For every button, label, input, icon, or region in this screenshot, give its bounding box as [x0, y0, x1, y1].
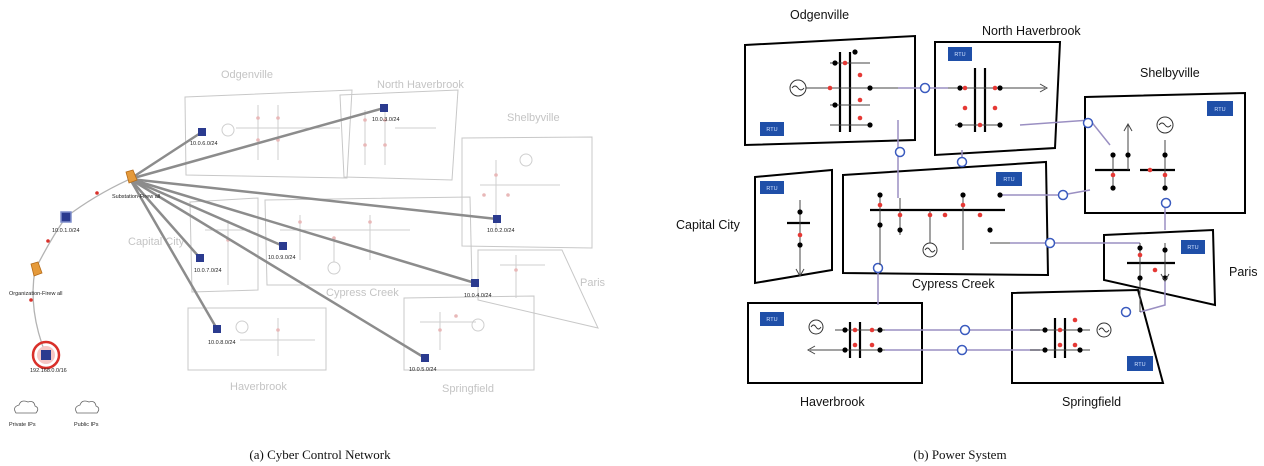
power-region-capital-city [754, 168, 833, 285]
rtu-paris [1181, 240, 1205, 254]
subnet-label-10-0-2: 10.0.2.0/24 [487, 228, 515, 234]
rtu-label: RTU [766, 186, 777, 192]
subnet-label-10-0-6: 10.0.6.0/24 [190, 141, 218, 147]
rtu-label: RTU [1134, 362, 1145, 368]
subnet-label-10-0-7: 10.0.7.0/24 [194, 268, 222, 274]
substation-firewall-label: Substation-Firew all [112, 194, 160, 200]
region-label-odgenville: Odgenville [221, 69, 273, 81]
subnet-node-10-0-2[interactable] [493, 215, 501, 223]
caption-b: (b) Power System [913, 447, 1006, 462]
rtu-label: RTU [1003, 177, 1014, 183]
legend-public-ips: Public IPs [74, 422, 99, 428]
rtu-odgenville [760, 122, 784, 136]
subnet-label-10-0-1: 10.0.1.0/24 [52, 228, 80, 234]
region-label-capital-city: Capital City [128, 236, 185, 248]
subnet-node-10-0-8[interactable] [213, 325, 221, 333]
region-haverbrook-outline [187, 307, 327, 371]
region-odgenville-outline [184, 89, 353, 179]
power-region-odgenville [744, 34, 916, 147]
power-region-haverbrook [747, 302, 923, 384]
power-region-paris [1103, 228, 1217, 307]
subnet-node-10-0-3[interactable] [380, 104, 388, 112]
region-label-cypress-creek: Cypress Creek [326, 287, 399, 299]
subnet-label-10-0-4: 10.0.4.0/24 [464, 293, 492, 299]
power-label-paris: Paris [1229, 265, 1257, 279]
legend-private-ips: Private IPs [9, 422, 36, 428]
cyber-network-panel: Odgenville North Haverbrook Shelbyville … [9, 69, 606, 462]
caption-a: (a) Cyber Control Network [249, 447, 391, 462]
region-paris-outline [477, 249, 599, 329]
power-label-north-haverbrook: North Haverbrook [982, 24, 1081, 38]
power-label-haverbrook: Haverbrook [800, 395, 865, 409]
subnet-label-10-0-3: 10.0.3.0/24 [372, 117, 400, 123]
region-label-paris: Paris [580, 277, 606, 289]
rtu-label: RTU [766, 127, 777, 133]
rtu-haverbrook [760, 312, 784, 326]
subnet-node-10-0-4[interactable] [471, 279, 479, 287]
subnet-label-10-0-5: 10.0.5.0/24 [409, 367, 437, 373]
selected-node-highlight [31, 340, 61, 370]
subnet-node-10-0-5[interactable] [421, 354, 429, 362]
rtu-capital-city [760, 181, 784, 194]
region-label-springfield: Springfield [442, 383, 494, 395]
rtu-shelbyville [1207, 101, 1233, 116]
private-ips-cloud-icon [14, 400, 39, 414]
organization-firewall-label: Organization-Firew all [9, 291, 63, 297]
power-system-panel: RTU RTU RTU RTU RTU RTU RTU RTU Odgenvil… [676, 8, 1257, 462]
rtu-springfield [1127, 356, 1153, 371]
power-label-odgenville: Odgenville [790, 8, 849, 22]
rtu-label: RTU [954, 52, 965, 58]
rtu-north-haverbrook [948, 47, 972, 61]
rtu-cypress-creek [996, 172, 1022, 186]
region-capital-city-outline [189, 197, 259, 293]
subnet-label-10-0-8: 10.0.8.0/24 [208, 340, 236, 346]
power-region-north-haverbrook [934, 41, 1062, 157]
region-label-haverbrook: Haverbrook [230, 381, 287, 393]
region-label-north-haverbrook: North Haverbrook [377, 79, 464, 91]
network-links [128, 106, 498, 360]
subnet-label-192-168: 192.168.0.0/16 [30, 368, 67, 374]
public-ips-cloud-icon [75, 400, 100, 414]
subnet-label-10-0-9: 10.0.9.0/24 [268, 255, 296, 261]
subnet-node-10-0-7[interactable] [196, 254, 204, 262]
power-region-springfield [1011, 288, 1165, 384]
region-label-shelbyville: Shelbyville [507, 112, 560, 124]
power-label-springfield: Springfield [1062, 395, 1121, 409]
rtu-label: RTU [1187, 245, 1198, 251]
substation-firewall-icon[interactable] [125, 169, 138, 184]
region-north-haverbrook-outline [339, 89, 459, 181]
power-region-shelbyville [1084, 91, 1246, 214]
subnet-node-10-0-1[interactable] [60, 211, 72, 223]
region-shelbyville-outline [461, 136, 593, 249]
power-label-shelbyville: Shelbyville [1140, 66, 1200, 80]
subnet-node-10-0-9[interactable] [279, 242, 287, 250]
power-label-cypress-creek: Cypress Creek [912, 277, 995, 291]
rtu-label: RTU [1214, 107, 1225, 113]
organization-firewall-icon[interactable] [30, 261, 43, 277]
subnet-node-192-168[interactable] [41, 350, 51, 360]
power-region-cypress-creek [842, 160, 1050, 277]
power-label-capital-city: Capital City [676, 218, 741, 232]
rtu-label: RTU [766, 317, 777, 323]
subnet-node-10-0-6[interactable] [198, 128, 206, 136]
